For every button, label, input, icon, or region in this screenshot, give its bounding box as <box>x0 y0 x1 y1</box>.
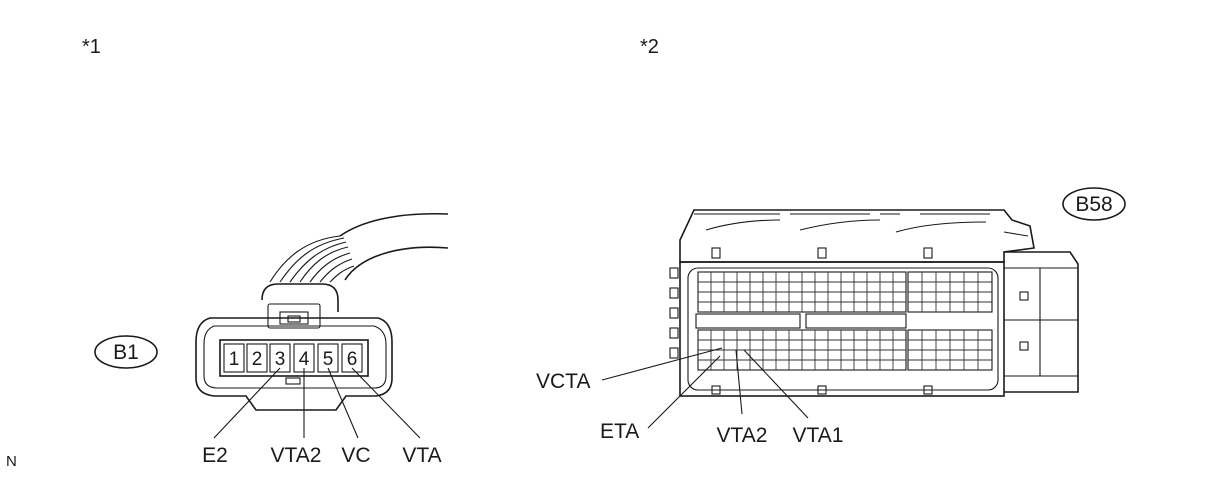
terminal-label-vta2-b58: VTA2 <box>717 424 768 447</box>
pin-number-3: 3 <box>275 349 286 370</box>
terminal-label-vta2-b1: VTA2 <box>271 444 322 467</box>
connector-b58-cavity-grid <box>698 272 992 370</box>
view-marker-1: *1 <box>82 36 101 58</box>
pin-number-6: 6 <box>347 349 358 370</box>
connector-b58-code-badge: B58 <box>1062 187 1126 221</box>
connector-b1-pin-row: 1 2 3 4 5 6 <box>223 343 363 373</box>
connector-b1-housing <box>195 283 393 411</box>
connector-b1-leaders <box>213 367 421 439</box>
connector-b1-code: B1 <box>113 341 139 364</box>
pin-cell-1 <box>223 343 245 373</box>
pin-cell-3 <box>269 343 291 373</box>
view-marker-2: *2 <box>640 36 659 58</box>
connector-b1-wire-harness <box>269 212 449 283</box>
connector-b58-code: B58 <box>1075 193 1112 216</box>
pin-cell-5 <box>317 343 339 373</box>
pin-number-5: 5 <box>323 349 334 370</box>
corner-mark: N <box>6 453 17 470</box>
connector-b58-housing <box>669 209 1079 397</box>
terminal-label-vta1: VTA1 <box>793 424 844 447</box>
terminal-label-vc: VC <box>341 444 370 467</box>
terminal-label-vcta: VCTA <box>536 370 590 393</box>
terminal-label-eta: ETA <box>600 420 639 443</box>
pin-number-1: 1 <box>229 349 240 370</box>
connector-b58-leaders <box>601 347 809 429</box>
pin-number-4: 4 <box>299 349 310 370</box>
pin-number-2: 2 <box>252 349 263 370</box>
terminal-label-e2: E2 <box>202 444 228 467</box>
connector-b1-code-badge: B1 <box>94 335 158 369</box>
pin-cell-6 <box>341 343 363 373</box>
pin-cell-2 <box>246 343 268 373</box>
terminal-label-vta: VTA <box>402 444 441 467</box>
